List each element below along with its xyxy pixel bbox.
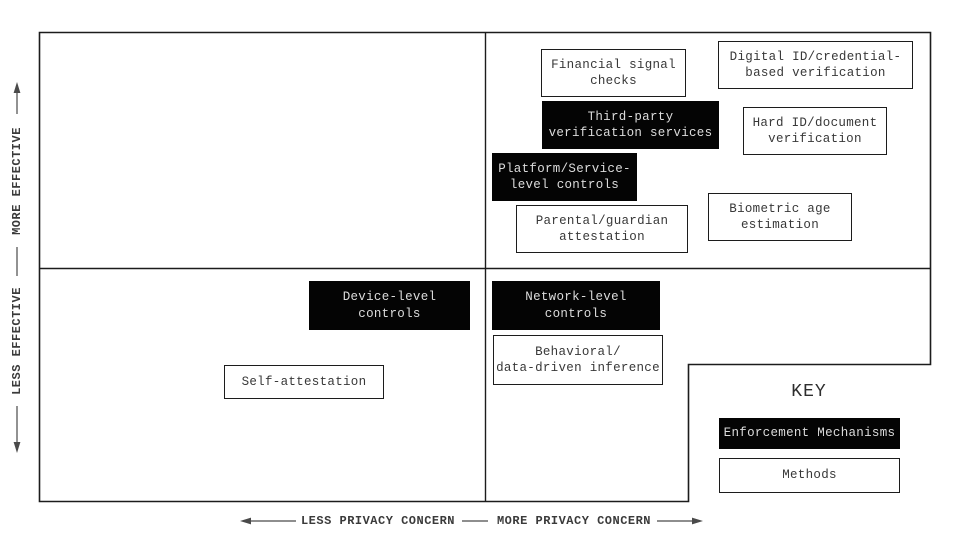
item-biometric-age-estimation: Biometric age estimation <box>708 193 852 241</box>
item-device-level-controls: Device-level controls <box>309 281 470 330</box>
item-self-attestation: Self-attestation <box>224 365 384 399</box>
y-axis-label-less-effective: LESS EFFECTIVE <box>10 287 24 395</box>
key-item-enforcement-mechanisms: Enforcement Mechanisms <box>719 418 900 449</box>
item-parental-guardian-attestation: Parental/guardian attestation <box>516 205 688 253</box>
arrow-right-icon <box>692 517 703 525</box>
x-axis-label-less-privacy: LESS PRIVACY CONCERN <box>300 514 456 528</box>
item-network-level-controls: Network-level controls <box>492 281 660 330</box>
x-axis-label-more-privacy: MORE PRIVACY CONCERN <box>496 514 652 528</box>
y-axis-label-more-effective: MORE EFFECTIVE <box>10 127 24 235</box>
arrow-down-icon <box>13 442 21 453</box>
arrow-left-icon <box>240 517 251 525</box>
item-platform-service-level-controls: Platform/Service- level controls <box>492 153 637 201</box>
key-title: KEY <box>791 382 827 402</box>
arrow-up-icon <box>13 82 21 93</box>
item-digital-id-credential-based-verification: Digital ID/credential- based verificatio… <box>718 41 913 89</box>
item-hard-id-document-verification: Hard ID/document verification <box>743 107 887 155</box>
chart-outline <box>38 31 932 503</box>
item-financial-signal-checks: Financial signal checks <box>541 49 686 97</box>
item-third-party-verification-services: Third-party verification services <box>542 101 719 149</box>
key-item-methods: Methods <box>719 458 900 493</box>
item-behavioral-data-driven-inference: Behavioral/ data-driven inference <box>493 335 663 385</box>
